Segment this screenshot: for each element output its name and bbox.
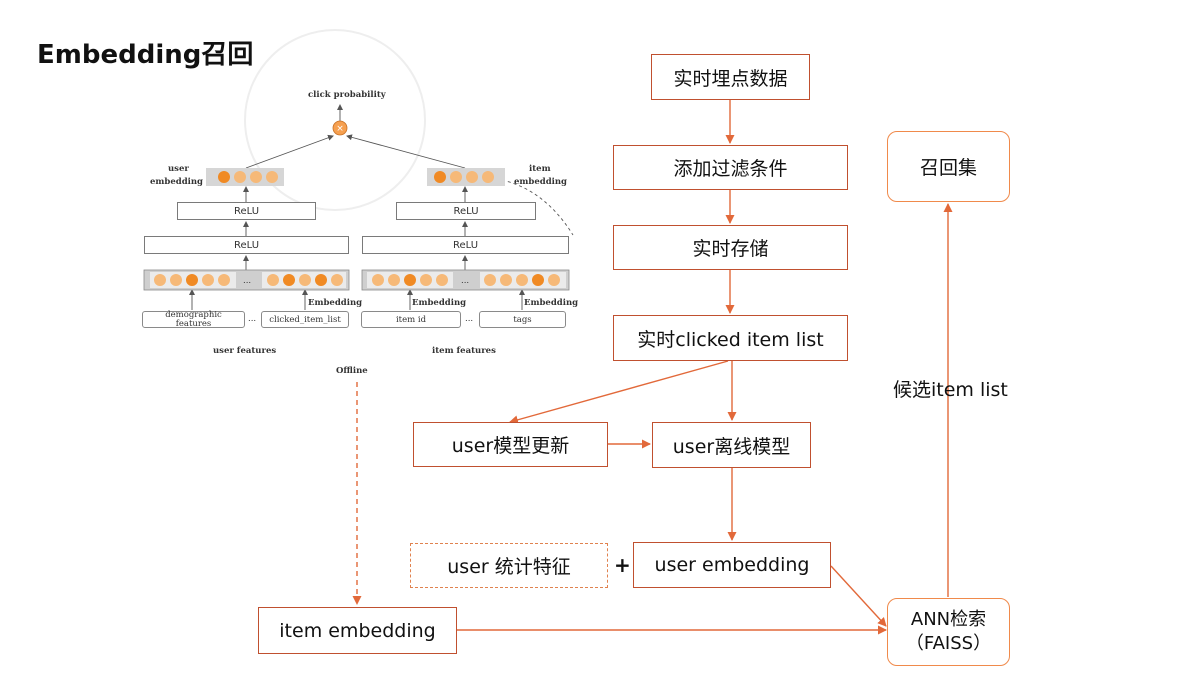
embedding-dot — [202, 274, 214, 286]
embedding-dot — [436, 274, 448, 286]
embedding-dot — [218, 171, 230, 183]
nn-item-features: item features — [432, 346, 496, 356]
embedding-dot — [186, 274, 198, 286]
node-add-filter: 添加过滤条件 — [613, 145, 848, 190]
embedding-dot — [516, 274, 528, 286]
embedding-dot — [372, 274, 384, 286]
embedding-dot — [434, 171, 446, 183]
embedding-dot — [218, 274, 230, 286]
embedding-dot — [170, 274, 182, 286]
nn-item-id: item id — [361, 311, 461, 328]
nn-embedding-label-2: Embedding — [412, 298, 467, 308]
embedding-dot — [234, 171, 246, 183]
node-user-stats: user 统计特征 — [410, 543, 608, 588]
nn-clicked-item-list: clicked_item_list — [261, 311, 349, 328]
embedding-dot — [266, 171, 278, 183]
embedding-dot — [532, 274, 544, 286]
embedding-dot — [500, 274, 512, 286]
nn-item-relu-2: ReLU — [362, 236, 569, 254]
embedding-dot — [154, 274, 166, 286]
embedding-dot — [420, 274, 432, 286]
node-realtime-tracking: 实时埋点数据 — [651, 54, 810, 100]
nn-item-label: item — [529, 164, 551, 174]
embedding-dot — [299, 274, 311, 286]
embedding-dot — [283, 274, 295, 286]
ann-line-1: ANN检索 — [910, 609, 987, 630]
nn-ellipsis-item: ... — [461, 276, 470, 286]
nn-embedding-label-1: Embedding — [308, 298, 363, 308]
node-ann-search: ANN检索 （FAISS） — [887, 598, 1010, 666]
embedding-dot — [315, 274, 327, 286]
nn-ellipsis-input-item: ... — [465, 314, 474, 324]
node-user-offline-model: user离线模型 — [652, 422, 811, 468]
nn-ellipsis-user: ... — [243, 276, 252, 286]
label-candidate-item-list: 候选item list — [893, 379, 1008, 401]
nn-item-relu-1: ReLU — [396, 202, 536, 220]
nn-click-probability: click probability — [308, 90, 386, 100]
embedding-dot — [548, 274, 560, 286]
svg-text:×: × — [336, 124, 344, 134]
embedding-dot — [466, 171, 478, 183]
nn-user-label: user — [168, 164, 189, 174]
embedding-dot — [388, 274, 400, 286]
ann-line-2: （FAISS） — [905, 633, 992, 654]
embedding-dot — [250, 171, 262, 183]
arrow-user-embedding-to-ann — [830, 565, 887, 627]
plus-sign: + — [614, 553, 631, 577]
node-user-model-update: user模型更新 — [413, 422, 608, 467]
embedding-dot — [331, 274, 343, 286]
nn-offline-label: Offline — [336, 366, 368, 376]
node-realtime-storage: 实时存储 — [613, 225, 848, 270]
embedding-dot — [450, 171, 462, 183]
nn-embedding-label-3: Embedding — [524, 298, 579, 308]
node-item-embedding: item embedding — [258, 607, 457, 654]
arrow-clicked-to-model-update — [509, 360, 729, 425]
nn-user-relu-1: ReLU — [177, 202, 316, 220]
embedding-dot — [267, 274, 279, 286]
node-clicked-item-list: 实时clicked item list — [613, 315, 848, 361]
page-title: Embedding召回 — [37, 40, 254, 70]
embedding-dot — [484, 274, 496, 286]
nn-figure-lines: × — [143, 29, 574, 310]
nn-ellipsis-input-user: ... — [248, 314, 257, 324]
embedding-dot — [482, 171, 494, 183]
node-user-embedding: user embedding — [633, 542, 831, 588]
nn-tags: tags — [479, 311, 566, 328]
nn-demographic-features: demographic features — [142, 310, 245, 328]
nn-user-embedding-label: embedding — [150, 177, 203, 187]
nn-user-relu-2: ReLU — [144, 236, 349, 254]
node-recall-set: 召回集 — [887, 131, 1010, 202]
nn-user-features: user features — [213, 346, 277, 356]
nn-item-embedding-label: embedding — [514, 177, 567, 187]
embedding-dot — [404, 274, 416, 286]
multiply-node-icon — [332, 120, 348, 136]
